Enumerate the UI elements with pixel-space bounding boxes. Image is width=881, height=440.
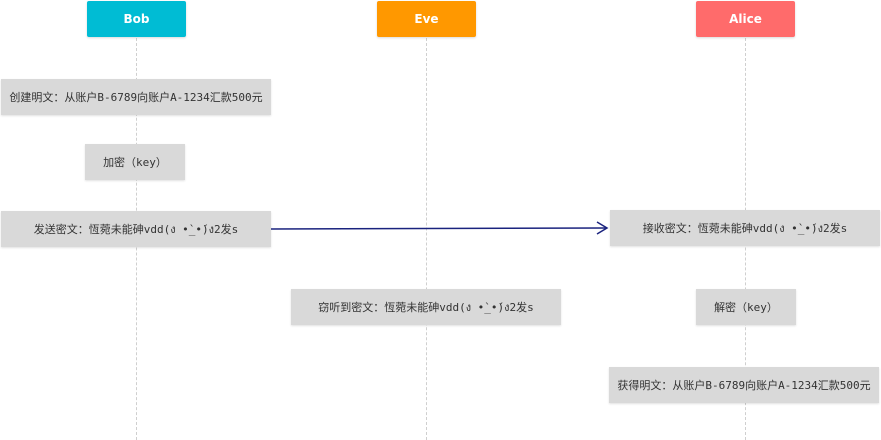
message-arrow-head — [596, 221, 609, 235]
actor-eve: Eve — [377, 1, 476, 37]
note-receive-ciphertext: 接收密文：恆菀未能砷vdd(ง •̀_•́)ง2发s — [610, 210, 880, 246]
note-create-plaintext: 创建明文：从账户B-6789向账户A-1234汇款500元 — [1, 79, 271, 115]
actor-bob: Bob — [87, 1, 186, 37]
actor-alice: Alice — [696, 1, 795, 37]
lifeline-eve — [426, 38, 427, 440]
note-encrypt: 加密（key） — [85, 144, 185, 180]
note-eavesdrop-ciphertext: 窃听到密文：恆菀未能砷vdd(ง •̀_•́)ง2发s — [291, 289, 561, 325]
note-send-ciphertext: 发送密文：恆菀未能砷vdd(ง •̀_•́)ง2发s — [1, 211, 271, 247]
note-decrypt: 解密（key） — [696, 289, 796, 325]
message-arrow-line — [270, 227, 607, 230]
note-get-plaintext: 获得明文：从账户B-6789向账户A-1234汇款500元 — [609, 367, 879, 403]
